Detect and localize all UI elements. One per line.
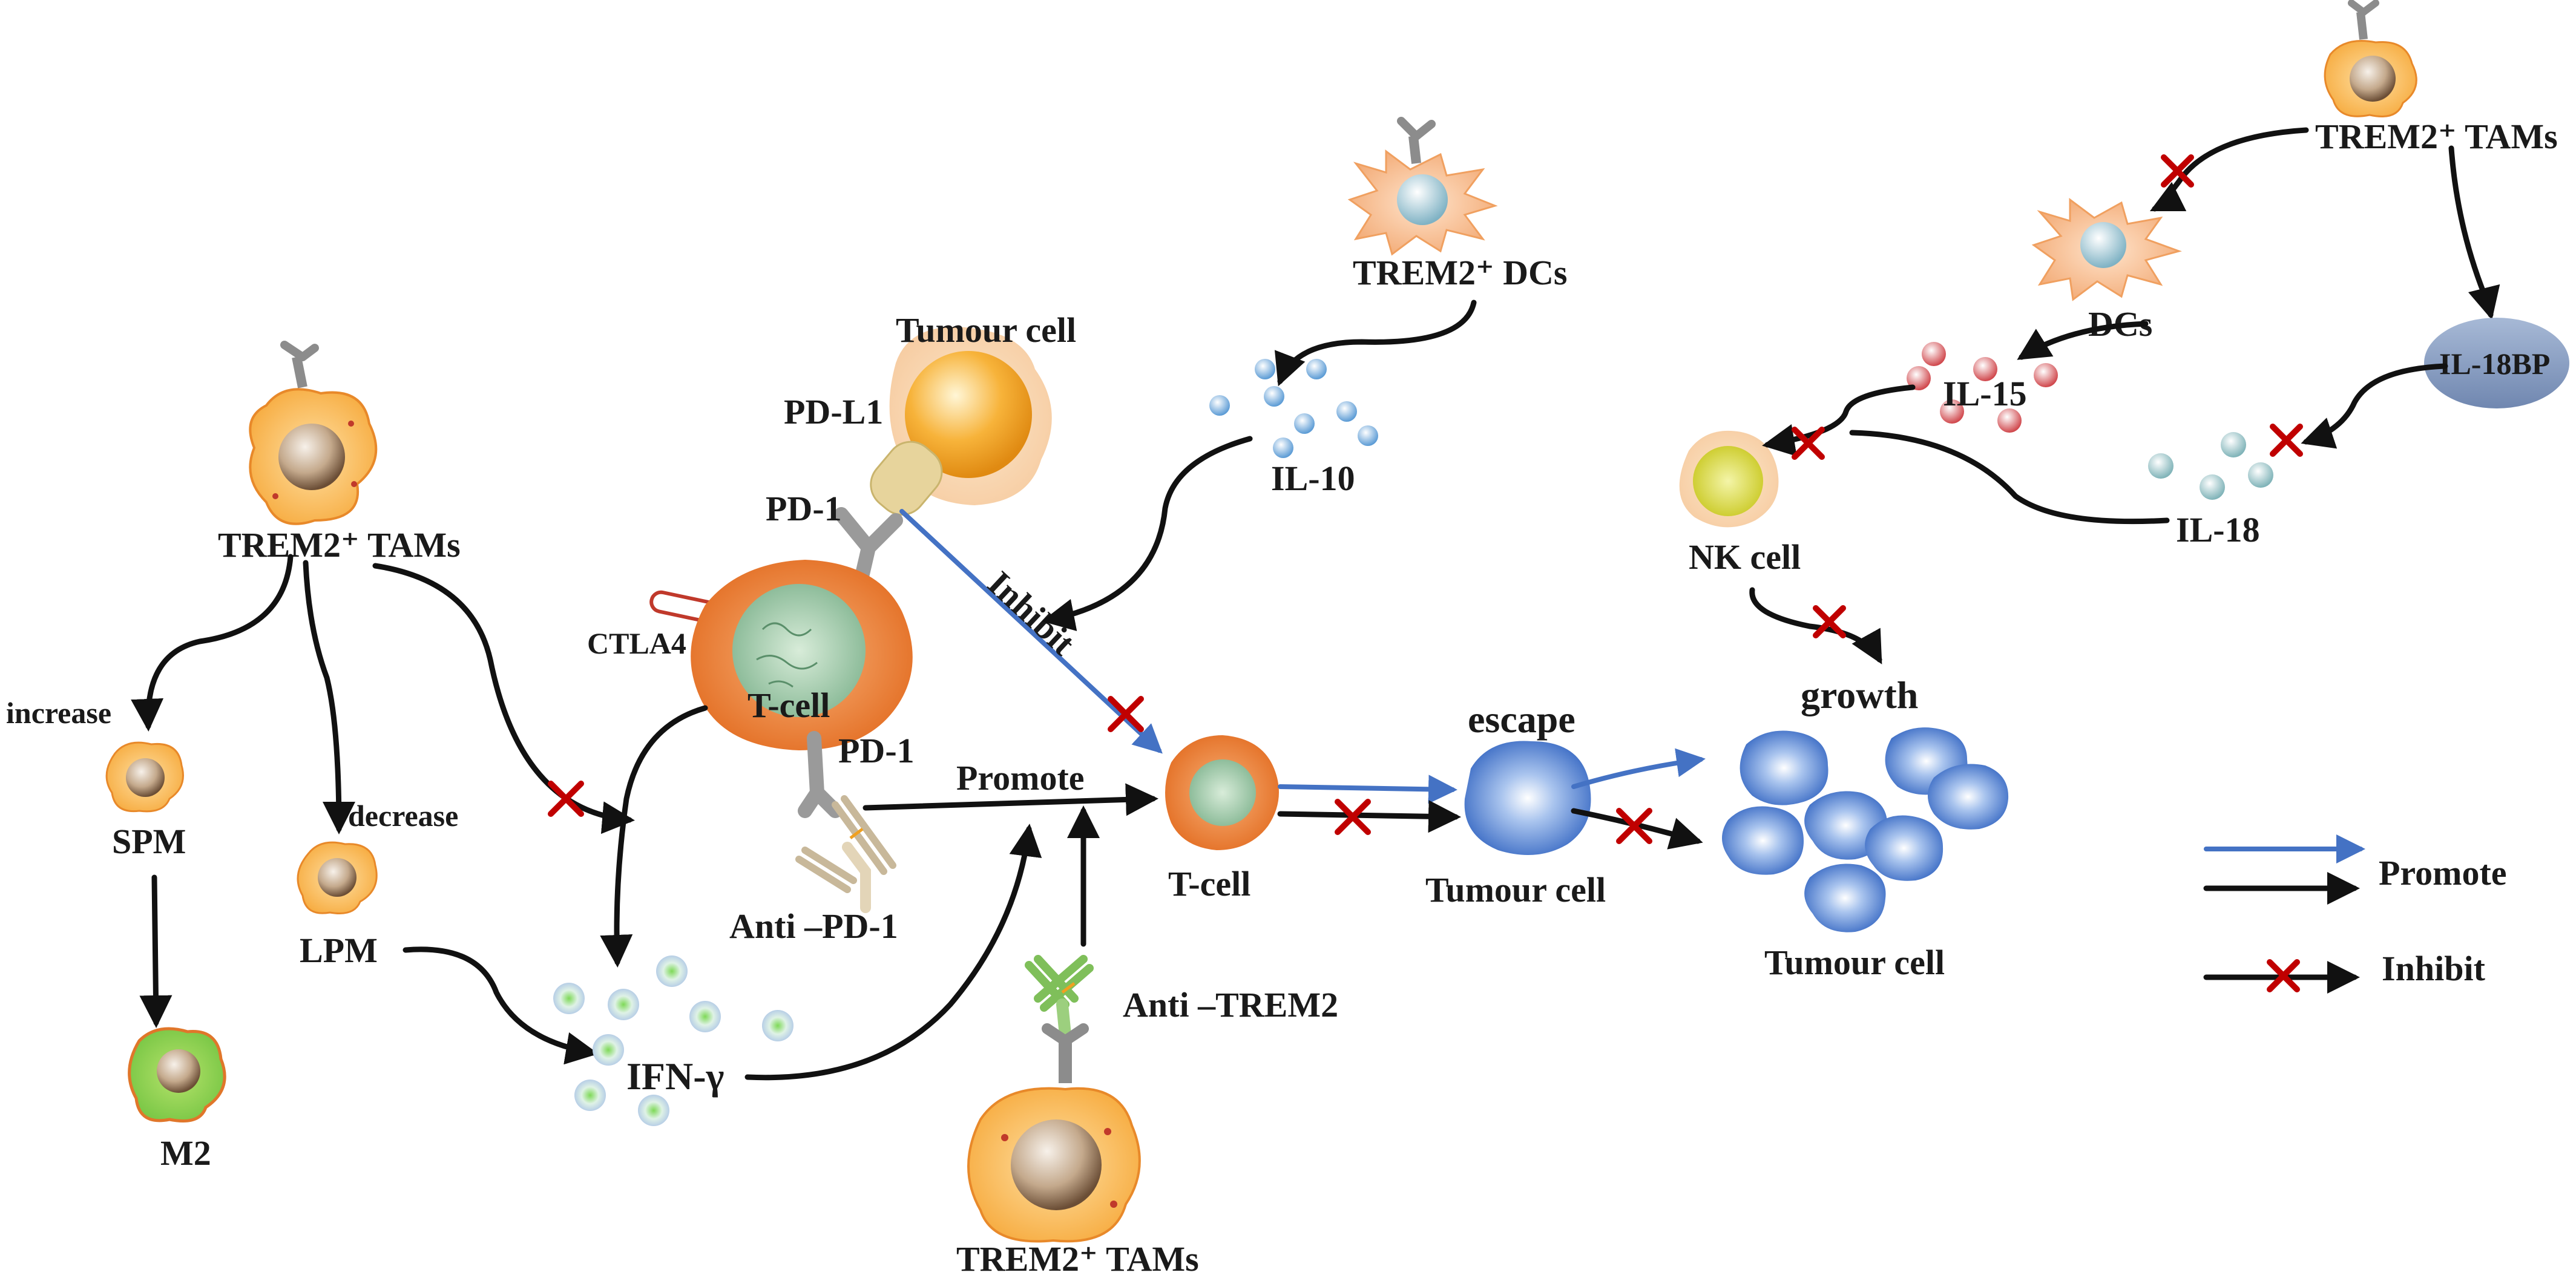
label-tumour-cell-escape: Tumour cell	[1425, 870, 1606, 909]
label-il-10: IL-10	[1271, 459, 1355, 498]
label-t-cell-center: T-cell	[748, 686, 830, 725]
tumour-cell-cluster	[1722, 727, 2009, 932]
label-trem2-dcs: TREM2⁺ DCs	[1353, 253, 1567, 292]
label-escape: escape	[1468, 698, 1576, 741]
label-il-18: IL-18	[2176, 510, 2260, 549]
label-nk-cell: NK cell	[1689, 537, 1801, 577]
label-m2: M2	[160, 1133, 211, 1173]
inhibit-x-escape	[1335, 799, 1371, 835]
dc-topright	[2031, 198, 2182, 301]
inhibit-x-nk	[1792, 427, 1825, 460]
label-il-15: IL-15	[1943, 374, 2027, 413]
arrow-tams-to-il18bp	[2448, 145, 2500, 320]
legend-inhibit-x	[2267, 959, 2300, 992]
t-cell-right	[1165, 735, 1279, 850]
label-trem2-tams-bottom: TREM2⁺ TAMs	[956, 1239, 1199, 1278]
anti-pd-1-antibody	[795, 795, 896, 913]
label-promote-mid: Promote	[956, 758, 1085, 798]
label-ctla4: CTLA4	[587, 626, 686, 660]
t-cell-center	[691, 560, 913, 750]
ifn-gamma-molecules	[553, 955, 794, 1126]
legend-promote-label: Promote	[2379, 853, 2507, 893]
il-18-molecules	[2148, 432, 2273, 500]
trem2-tam-topright	[2324, 0, 2417, 117]
trem2-dc	[1347, 117, 1498, 256]
label-trem2-tams-left: TREM2⁺ TAMs	[218, 525, 461, 565]
label-anti-trem2: Anti –TREM2	[1123, 985, 1338, 1024]
trem2-tam-bottom	[967, 1023, 1141, 1243]
inhibit-x-nk-growth	[1813, 605, 1846, 638]
label-pd-1-bottom: PD-1	[838, 731, 915, 770]
spm-macrophage	[105, 741, 184, 813]
label-tumour-cell-cluster: Tumour cell	[1764, 943, 1945, 982]
label-t-cell-right: T-cell	[1168, 864, 1250, 903]
inhibit-x-pd1	[1108, 696, 1144, 732]
arrow-pd1-promote	[862, 783, 1158, 816]
label-growth: growth	[1801, 673, 1918, 716]
arrow-tams-to-dcs-inhibit	[2149, 127, 2309, 212]
arrow-tcell-to-ifn	[600, 705, 708, 968]
label-anti-pd-1: Anti –PD-1	[729, 906, 898, 946]
trem2-tam-left	[249, 341, 378, 525]
arrow-dcs-to-il10	[1274, 300, 1477, 387]
label-trem2-tams-topright: TREM2⁺ TAMs	[2315, 117, 2558, 156]
legend-inhibit-label: Inhibit	[2382, 949, 2486, 988]
arrow-tams-to-spm	[131, 554, 294, 732]
arrow-tams-to-ifn-inhibited	[372, 563, 635, 834]
label-spm: SPM	[112, 822, 186, 861]
il-15-molecules	[1907, 342, 2058, 433]
inhibit-x-growth	[1616, 808, 1652, 844]
inhibit-x-il18bp	[2270, 424, 2303, 457]
label-pd-1-top: PD-1	[766, 489, 842, 528]
arrow-nk-to-growth-inhibit	[1749, 587, 1882, 664]
il-10-molecules	[1209, 359, 1378, 458]
arrow-spm-to-m2	[139, 874, 172, 1028]
label-ifn-gamma: IFN-γ	[626, 1055, 724, 1098]
arrow-ifn-to-tcell	[744, 824, 1042, 1081]
pd-l1-molecule	[870, 441, 943, 516]
label-increase: increase	[6, 696, 111, 730]
arrow-il18bp-to-il18-inhibit	[2301, 363, 2448, 449]
arrow-lpm-to-ifn	[402, 946, 599, 1065]
arrow-pd1-inhibit	[899, 509, 1163, 754]
label-decrease: decrease	[348, 799, 458, 833]
arrow-tams-to-lpm	[303, 560, 355, 834]
pd-1-receptor-bottom	[798, 731, 843, 818]
inhibit-x-tams-dcs	[2161, 154, 2194, 188]
arrow-dcs-to-il15	[2017, 321, 2149, 360]
il-18bp-molecule	[2424, 318, 2569, 408]
nk-cell	[1679, 430, 1779, 528]
arrow-tcell-to-escape	[1278, 775, 1457, 804]
arrow-escape-to-growth	[1571, 748, 1706, 789]
arrow-il18-to-nk	[1849, 430, 2170, 525]
lpm-macrophage	[297, 841, 378, 914]
label-pd-l1: PD-L1	[784, 392, 883, 431]
m2-macrophage	[128, 1027, 226, 1122]
arrow-tcell-inhibit-escape	[1277, 800, 1461, 833]
tumour-cell-escape	[1464, 741, 1591, 855]
label-il-18bp: IL-18BP	[2439, 347, 2550, 381]
inhibit-x-tams-ifn	[548, 781, 584, 817]
arrow-il10-to-inhibit	[1042, 436, 1253, 631]
legend: Promote Inhibit	[2203, 834, 2507, 994]
label-tumour-cell-top: Tumour cell	[896, 310, 1076, 350]
label-lpm: LPM	[300, 931, 378, 970]
anti-trem2-antibody	[1025, 955, 1094, 1041]
